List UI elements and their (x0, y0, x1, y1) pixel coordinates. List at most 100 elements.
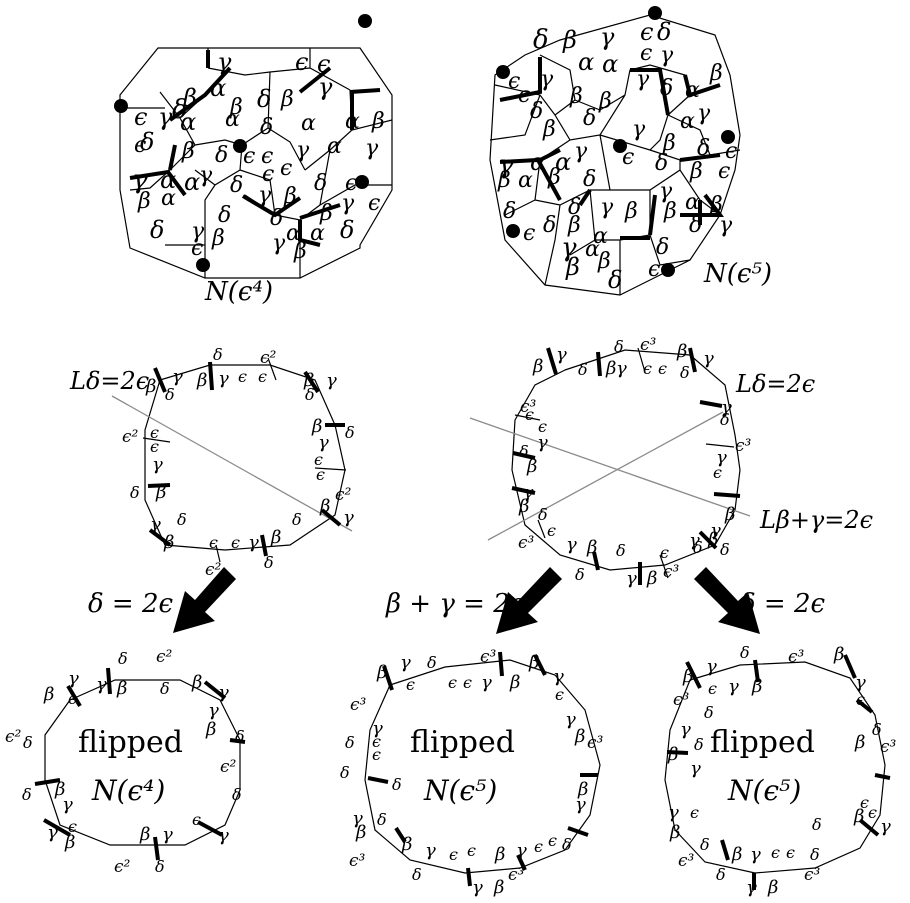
angle-label-delta: δ (177, 510, 187, 529)
angle-label-beta: β (270, 527, 281, 548)
angle-label-epsilon: ϵ (150, 423, 159, 442)
ring-n5-thick-marks (511, 347, 741, 585)
angle-label-epsilon: ϵ (660, 543, 669, 562)
angle-label-epsilon: ϵ (463, 673, 472, 692)
angle-label-gamma: γ (632, 117, 646, 142)
angle-label-delta: δ (155, 857, 165, 876)
equation-middle: β + γ = 2ϵ (385, 589, 525, 619)
angle-label-delta: δ (172, 95, 188, 125)
angle-label-delta: δ (150, 216, 164, 244)
angle-label-beta: β (181, 139, 195, 164)
angle-label-delta: δ (213, 345, 223, 364)
flipped-ring-n4 (34, 667, 246, 861)
tiling-n5-vertex (721, 130, 735, 144)
angle-label-epsilon: ϵ (713, 463, 722, 482)
flipped-ring-n5-a-outline (364, 659, 601, 874)
angle-label-beta: β (724, 504, 735, 525)
tiling-n4-vertex (233, 139, 247, 153)
angle-label-delta: δ (130, 483, 140, 502)
angle-label-delta: δ (538, 505, 548, 524)
angle-label-gamma: γ (217, 48, 232, 76)
angle-label-delta: δ (165, 385, 175, 404)
angle-label-delta: δ (392, 775, 402, 794)
angle-label-beta: β (526, 456, 537, 477)
angle-label-epsilon: ϵ (134, 133, 146, 158)
angle-label-gamma: γ (697, 101, 711, 126)
angle-label-beta: β (662, 131, 676, 156)
angle-label-epsilon: ϵ (718, 159, 730, 184)
angle-label-epsilon: ϵ (191, 236, 203, 261)
angle-label-delta: δ (693, 538, 703, 557)
angle-label-epsilon: ϵ (525, 405, 534, 424)
angle-label-delta: δ (543, 213, 556, 238)
edge-label-eps2: ϵ² (5, 727, 22, 747)
angle-label-gamma: γ (716, 447, 727, 468)
angle-label-delta: δ (872, 720, 882, 739)
angle-label-epsilon: ϵ (523, 221, 535, 246)
angle-label-epsilon: ϵ (134, 103, 147, 131)
angle-label-gamma: γ (218, 825, 229, 846)
angle-label-beta: β (532, 356, 543, 377)
angle-label-gamma: γ (561, 233, 577, 263)
angle-label-delta: δ (694, 735, 704, 754)
flipped-n5-b-label: N(ϵ⁵) (727, 774, 801, 807)
angle-label-beta: β (676, 341, 687, 362)
flipped-ring-n5-b-outline (664, 661, 886, 874)
angle-label-beta: β (493, 877, 504, 898)
angle-label-alpha: α (578, 48, 594, 76)
angle-label-delta: δ (340, 763, 350, 782)
flipped-ring-n5-a (364, 651, 601, 887)
angle-label-delta: δ (562, 835, 572, 854)
angle-label-gamma: γ (703, 348, 714, 369)
angle-label-epsilon: ϵ (406, 675, 415, 694)
angle-label-beta: β (191, 672, 202, 693)
angle-label-gamma: γ (372, 718, 383, 739)
angle-label-beta: β (597, 249, 611, 274)
angle-label-beta: β (116, 678, 127, 699)
angle-label-delta: δ (700, 835, 710, 854)
angle-label-gamma: γ (158, 103, 173, 131)
angle-label-beta: β (767, 877, 778, 898)
angle-label-delta: δ (340, 216, 354, 244)
flipped-ring-n5-b-thick-marks (666, 654, 891, 890)
angle-label-beta: β (64, 832, 75, 853)
angle-label-epsilon: ϵ (68, 817, 77, 836)
angle-label-delta: δ (377, 810, 387, 829)
angle-label-delta: δ (697, 136, 710, 161)
angle-label-epsilon: ϵ (771, 843, 780, 862)
angle-label-alpha: α (161, 186, 176, 211)
angle-label-gamma: γ (62, 794, 73, 815)
angle-label-delta: δ (230, 173, 243, 198)
angle-label-beta: β (528, 652, 539, 673)
angle-label-alpha: α (180, 108, 196, 136)
angle-label-delta: δ (140, 128, 154, 156)
angle-label-delta: δ (292, 510, 302, 529)
angle-label-beta: β (854, 732, 865, 753)
angle-label-beta: β (371, 109, 385, 134)
angle-label-epsilon: ϵ (640, 41, 652, 66)
equation-left: δ = 2ϵ (88, 589, 174, 619)
edge-label-eps3: ϵ³ (640, 335, 657, 355)
angle-label-beta: β (280, 87, 294, 112)
angle-label-delta: δ (583, 167, 596, 192)
angle-label-delta: δ (232, 785, 242, 804)
edge-label-eps3: ϵ³ (663, 562, 680, 582)
edge-label-eps3: ϵ³ (587, 733, 604, 753)
angle-label-delta: δ (218, 203, 231, 228)
angle-label-gamma: γ (516, 840, 527, 861)
angle-label-gamma: γ (365, 136, 379, 161)
angle-label-beta: β (574, 726, 585, 747)
angle-label-delta: δ (345, 423, 355, 442)
angle-label-delta: δ (235, 727, 245, 746)
angle-label-beta: β (497, 168, 511, 193)
angle-label-beta: β (646, 568, 657, 589)
angle-label-beta: β (54, 779, 65, 800)
angle-label-gamma: γ (96, 674, 107, 695)
angle-label-beta: β (376, 662, 387, 683)
edge-label-eps3: ϵ³ (673, 690, 690, 710)
angle-label-gamma: γ (343, 507, 354, 528)
tiling-n5: N(ϵ⁵) (489, 6, 772, 296)
angle-label-epsilon: ϵ (860, 793, 869, 812)
angle-label-alpha: α (345, 109, 360, 134)
angle-label-beta: β (569, 84, 583, 109)
